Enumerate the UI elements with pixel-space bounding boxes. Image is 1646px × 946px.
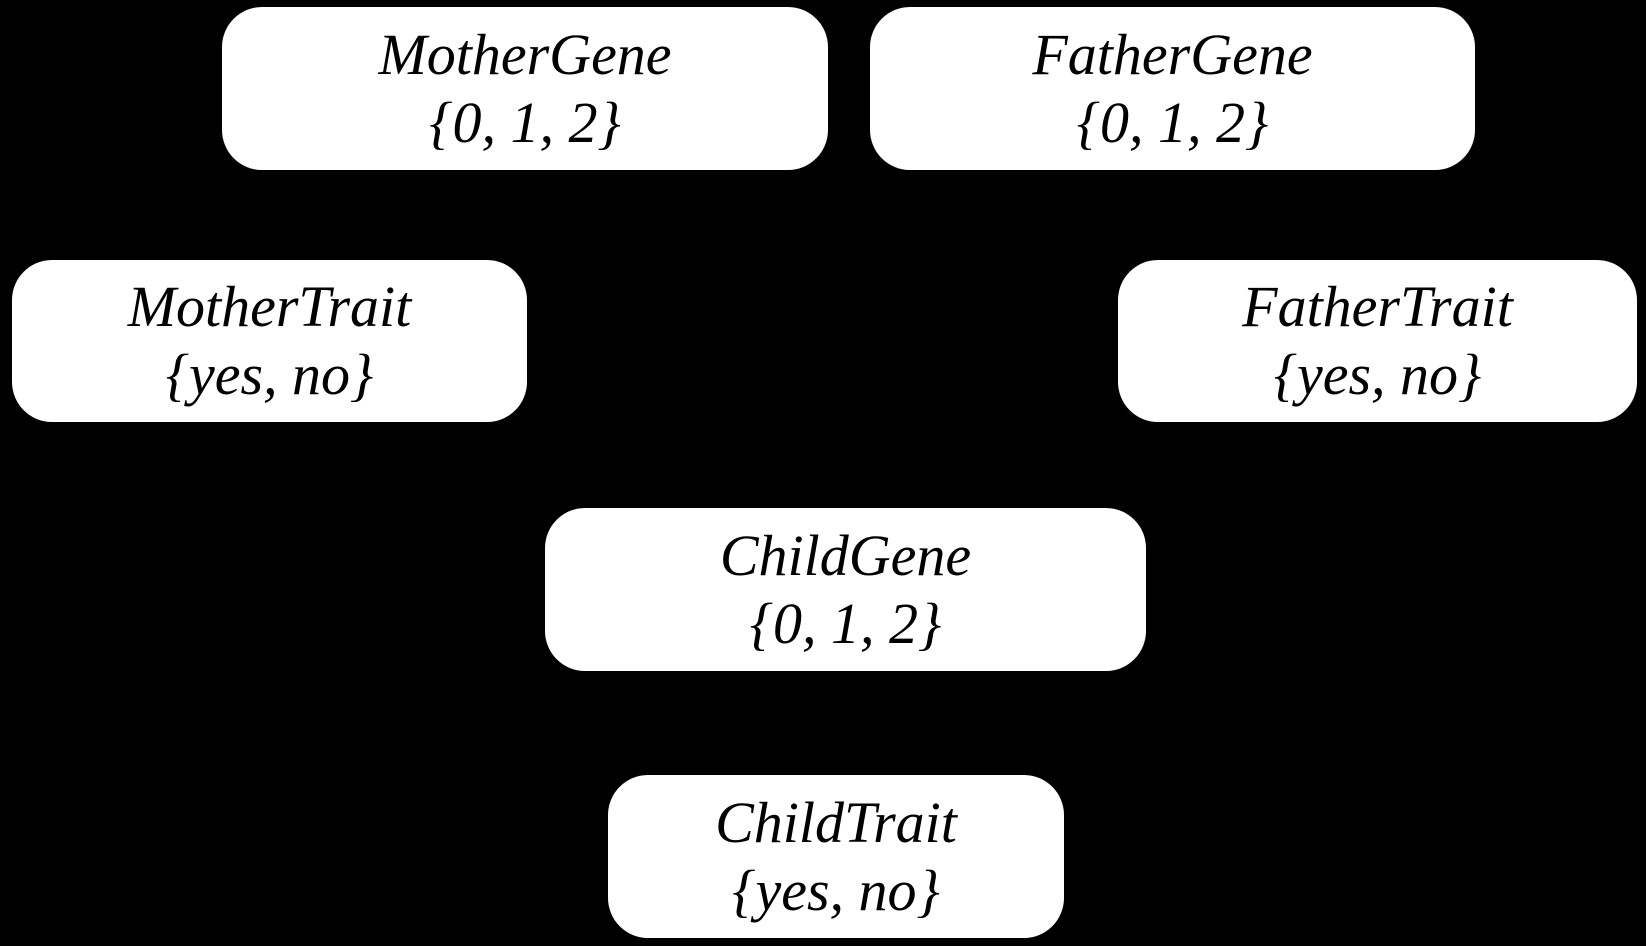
node-domain-values: {yes, no} — [1273, 342, 1482, 407]
node-father-gene: FatherGene {0, 1, 2} — [870, 7, 1475, 170]
node-title: MotherGene — [378, 21, 672, 87]
node-mother-trait: MotherTrait {yes, no} — [12, 260, 527, 422]
node-domain-values: {yes, no} — [732, 857, 940, 923]
node-title: ChildGene — [719, 522, 972, 588]
node-domain-values: {0, 1, 2} — [429, 89, 621, 155]
node-title: FatherTrait — [1242, 274, 1513, 339]
node-domain-values: {yes, no} — [165, 342, 374, 407]
node-domain-values: {0, 1, 2} — [749, 590, 942, 656]
node-title: MotherTrait — [127, 274, 412, 339]
node-father-trait: FatherTrait {yes, no} — [1118, 260, 1637, 422]
node-title: ChildTrait — [715, 789, 957, 855]
node-title: FatherGene — [1032, 21, 1313, 87]
node-mother-gene: MotherGene {0, 1, 2} — [222, 7, 828, 170]
node-child-trait: ChildTrait {yes, no} — [608, 775, 1064, 938]
node-domain-values: {0, 1, 2} — [1076, 89, 1269, 155]
node-child-gene: ChildGene {0, 1, 2} — [545, 508, 1146, 671]
